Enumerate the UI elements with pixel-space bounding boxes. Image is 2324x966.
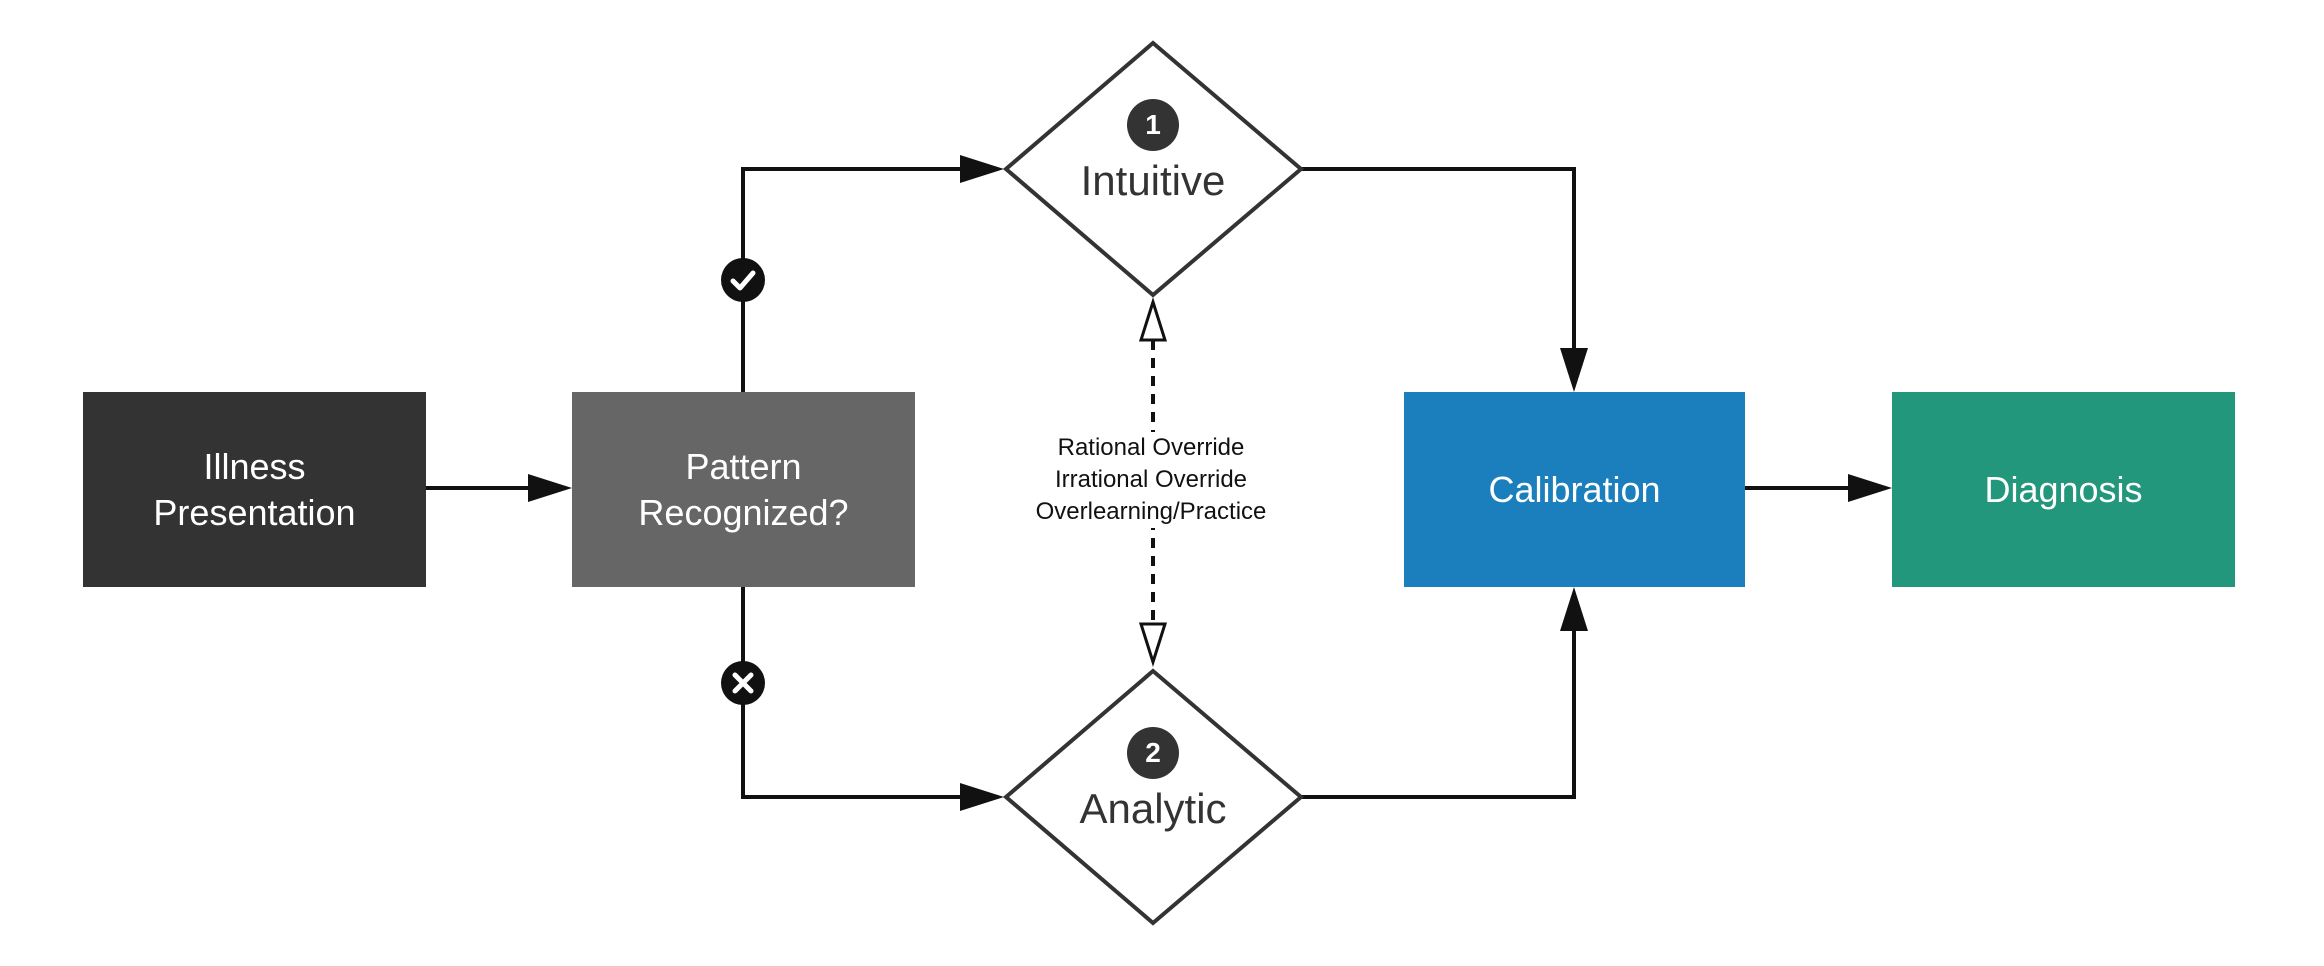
override-label-irrational: Irrational Override [1054, 466, 1248, 493]
calibration-box: Calibration [1404, 392, 1745, 587]
diagnosis-box: Diagnosis [1892, 392, 2235, 587]
arrowhead [1560, 348, 1588, 392]
check-circle-icon [721, 258, 765, 302]
arrowhead [960, 155, 1004, 183]
arrowhead [528, 474, 572, 502]
analytic-diamond [1002, 668, 1305, 926]
hollow-arrowhead-up [1138, 297, 1168, 342]
pattern-line2: Recognized? [638, 491, 849, 533]
intuitive-number-badge: 1 [1127, 99, 1179, 151]
illness-presentation-box: Illness Presentation [83, 392, 426, 587]
illness-line2: Presentation [153, 491, 356, 533]
pattern-line1: Pattern [685, 445, 802, 487]
arrowhead [960, 783, 1004, 811]
edge-pattern-to-intuitive [741, 167, 966, 392]
override-label-overlearning: Overlearning/Practice [1035, 498, 1267, 525]
arrowhead [1560, 587, 1588, 631]
intuitive-diamond [1002, 40, 1305, 298]
override-labels: Rational Override Irrational Override Ov… [1006, 432, 1296, 528]
override-label-rational: Rational Override [1057, 434, 1245, 461]
arrowhead [1848, 474, 1892, 502]
edge-intuitive-to-calibration [1301, 167, 1576, 352]
diagnosis-label: Diagnosis [1984, 468, 2143, 510]
pattern-recognized-box: Pattern Recognized? [572, 392, 915, 587]
x-circle-icon [721, 661, 765, 705]
calibration-label: Calibration [1488, 468, 1661, 510]
intuitive-label: Intuitive [1080, 157, 1226, 204]
analytic-label: Analytic [1079, 785, 1227, 832]
edge-pattern-to-analytic [741, 587, 966, 799]
illness-line1: Illness [203, 445, 306, 487]
edge-analytic-to-calibration [1301, 627, 1576, 799]
analytic-number-badge: 2 [1127, 727, 1179, 779]
hollow-arrowhead-down [1138, 622, 1168, 667]
